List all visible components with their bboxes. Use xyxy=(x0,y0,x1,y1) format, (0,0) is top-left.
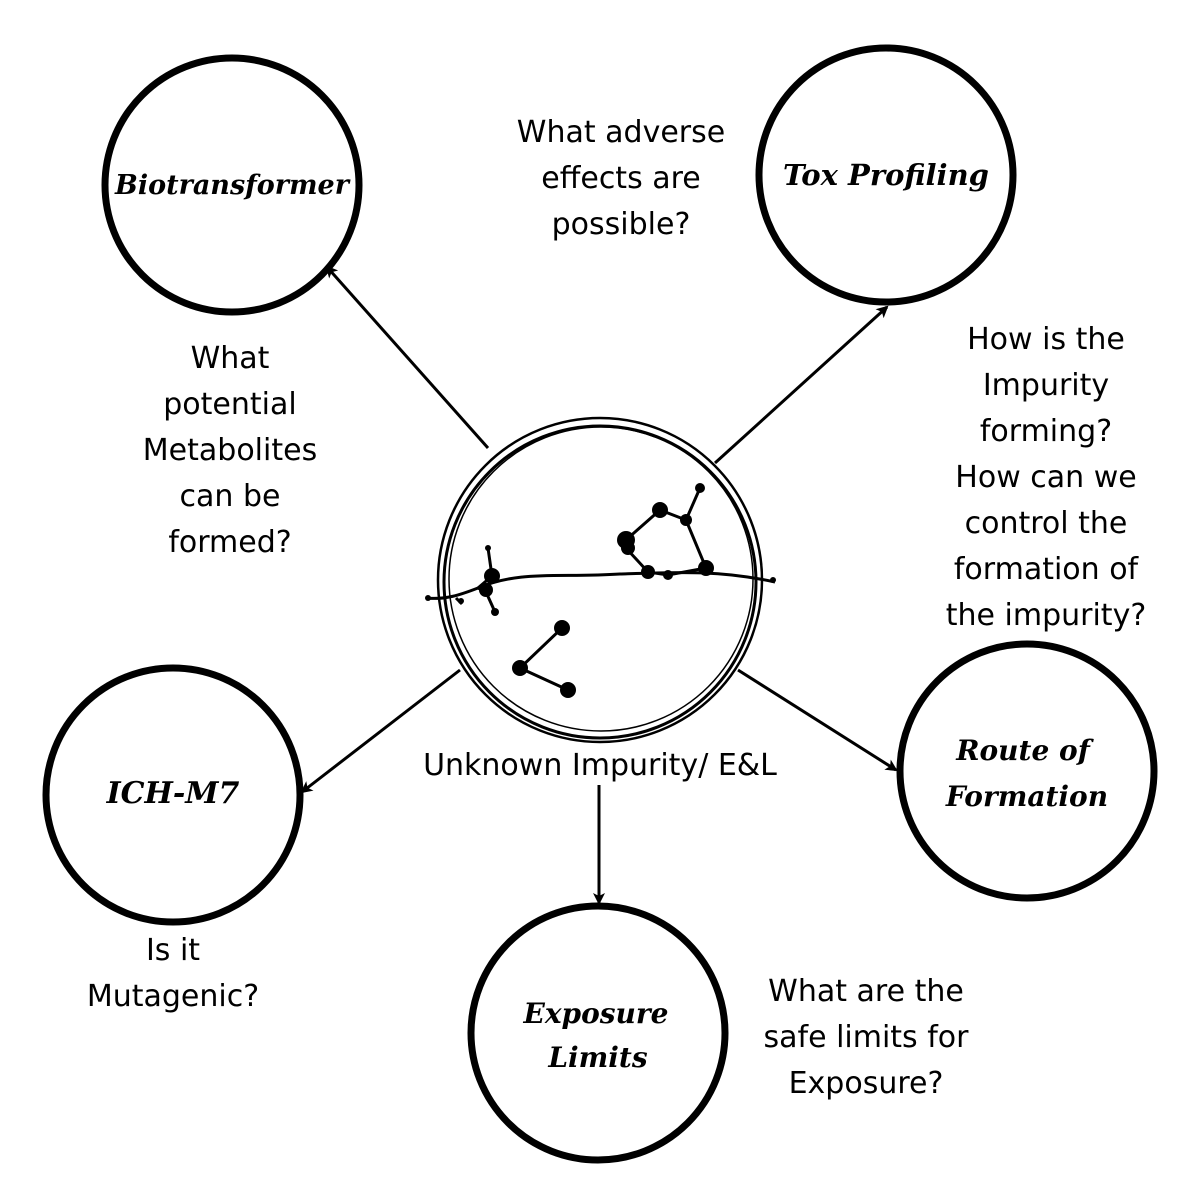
question-safe-limits-line-3: Exposure? xyxy=(789,1066,944,1101)
question-formation-line-6: formation of xyxy=(954,552,1140,587)
question-formation-line-7: the impurity? xyxy=(946,598,1147,633)
question-formation: How is the Impurity forming? How can we … xyxy=(946,322,1147,633)
arrow-to-ich-m7 xyxy=(300,668,461,794)
question-formation-line-2: Impurity xyxy=(983,368,1109,403)
question-adverse-effects-line-2: effects are xyxy=(541,161,701,196)
question-mutagenic-line-1: Is it xyxy=(146,933,200,968)
arrow-to-route-of-formation xyxy=(737,668,898,772)
arrow-to-biotransformer xyxy=(325,265,490,449)
question-formation-line-5: control the xyxy=(965,506,1128,541)
exposure-limits-node: Exposure Limits xyxy=(467,902,729,1164)
question-mutagenic: Is it Mutagenic? xyxy=(87,933,259,1014)
question-adverse-effects: What adverse effects are possible? xyxy=(517,115,725,242)
question-metabolites-line-3: Metabolites xyxy=(143,433,317,468)
route-of-formation-label-line-2: Formation xyxy=(945,780,1108,813)
arrows xyxy=(300,265,898,905)
question-safe-limits-line-1: What are the xyxy=(768,974,964,1009)
question-metabolites-line-5: formed? xyxy=(168,525,291,560)
question-adverse-effects-line-3: possible? xyxy=(552,207,691,242)
question-metabolites-line-4: can be xyxy=(180,479,281,514)
question-formation-line-3: forming? xyxy=(980,414,1112,449)
tox-profiling-label: Tox Profiling xyxy=(783,158,989,192)
question-formation-line-1: How is the xyxy=(967,322,1125,357)
center-node: Unknown Impurity/ E&L xyxy=(423,416,777,783)
ich-m7-node: ICH-M7 xyxy=(42,664,304,926)
question-safe-limits-line-2: safe limits for xyxy=(764,1020,970,1055)
question-safe-limits: What are the safe limits for Exposure? xyxy=(764,974,970,1101)
question-formation-line-4: How can we xyxy=(955,460,1136,495)
biotransformer-label: Biotransformer xyxy=(114,170,351,201)
question-adverse-effects-line-1: What adverse xyxy=(517,115,725,150)
ich-m7-label: ICH-M7 xyxy=(106,776,240,811)
tox-profiling-node: Tox Profiling xyxy=(755,44,1017,306)
route-of-formation-node: Route of Formation xyxy=(896,640,1158,902)
biotransformer-node: Biotransformer xyxy=(101,54,363,316)
exposure-limits-label-line-1: Exposure xyxy=(523,997,669,1030)
route-of-formation-label-line-1: Route of xyxy=(955,734,1094,767)
question-metabolites-line-1: What xyxy=(191,341,270,376)
question-mutagenic-line-2: Mutagenic? xyxy=(87,979,259,1014)
molecule-icon xyxy=(425,483,776,698)
arrow-to-tox-profiling xyxy=(713,305,889,465)
exposure-limits-label-line-2: Limits xyxy=(547,1041,648,1074)
question-metabolites-line-2: potential xyxy=(163,387,296,422)
question-metabolites: What potential Metabolites can be formed… xyxy=(143,341,317,560)
center-caption: Unknown Impurity/ E&L xyxy=(423,748,777,783)
